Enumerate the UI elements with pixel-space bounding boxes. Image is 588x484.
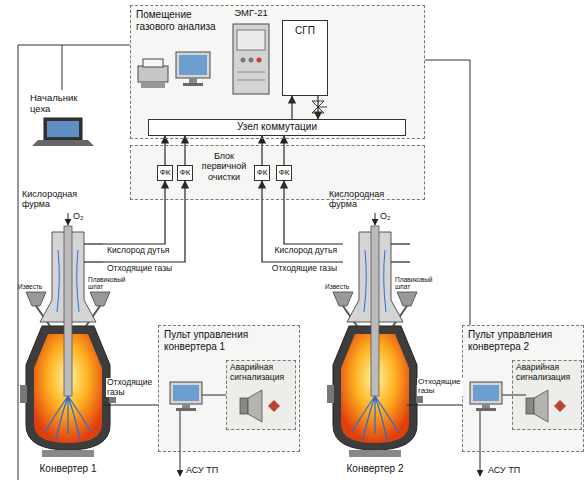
part-label: Кислородная фурма <box>22 189 86 210</box>
filter-box: ФК <box>254 165 270 181</box>
node-text: Пульт управления конвертера 2 <box>468 329 568 352</box>
alarm-box: Аварийная сигнализация <box>512 360 582 430</box>
control-panel: Пульт управления конвертера 1 Аварийная с… <box>158 325 300 452</box>
node-text: Помещение газового анализа <box>136 9 226 32</box>
control-panel: Пульт управления конвертера 2 Аварийная с… <box>462 325 584 452</box>
node-text: ЭМГ-21 <box>228 8 274 19</box>
node-text: Аварийная сигнализация <box>516 363 580 383</box>
filter-box: ФК <box>177 165 193 181</box>
edge-label: Кислород дутья <box>106 246 170 256</box>
converter: Конвертер 2 <box>343 230 407 475</box>
edge-label: Кислород дутья <box>274 246 338 256</box>
node-text: Узел коммутации <box>149 121 405 133</box>
node-text: ФК <box>178 168 192 177</box>
edge-label: Отходящие газы <box>106 264 173 274</box>
filter-box: ФК <box>276 165 292 181</box>
node-text: ФК <box>158 168 172 177</box>
part-label: Известь <box>325 283 349 290</box>
node-text: ФК <box>255 168 269 177</box>
edge-label: Отходящие газы <box>106 378 158 397</box>
node-text: СГП <box>283 25 327 37</box>
node-text: ФК <box>277 168 291 177</box>
part-label: Известь <box>18 283 42 290</box>
gas-label: O₂ <box>380 211 391 221</box>
process-box: Узел коммутации <box>148 119 406 136</box>
connector <box>407 404 462 405</box>
node-text: Аварийная сигнализация <box>230 363 294 383</box>
node-text: Пульт управления конвертера 1 <box>164 329 264 352</box>
part-label: Плавиковый шпат <box>88 276 128 291</box>
node-text: Конвертер 2 <box>343 463 407 475</box>
part-label: Плавиковый шпат <box>395 276 435 291</box>
edge-label: Отходящие газы <box>271 264 338 274</box>
signal-label: АСУ ТП <box>186 465 218 475</box>
converter: Конвертер 1 <box>33 230 103 475</box>
part-label: Кислородная фурма <box>329 189 393 210</box>
gas-label: O₂ <box>73 211 84 221</box>
signal-label: АСУ ТП <box>488 465 520 475</box>
connector <box>103 404 158 405</box>
node-text: Блок первичной очистки <box>195 151 253 182</box>
room-region: Помещение газового анализаЭМГ-21СГП Узел … <box>130 5 425 139</box>
process-box: СГП <box>282 20 328 96</box>
analyzer-cabinet: ЭМГ-21 <box>228 8 274 96</box>
filter-box: ФК <box>157 165 173 181</box>
role-label: Начальник цеха <box>30 93 100 115</box>
edge-label: Отходящие газы <box>417 378 463 396</box>
alarm-box: Аварийная сигнализация <box>226 360 296 430</box>
node-text: Конвертер 1 <box>33 463 103 475</box>
